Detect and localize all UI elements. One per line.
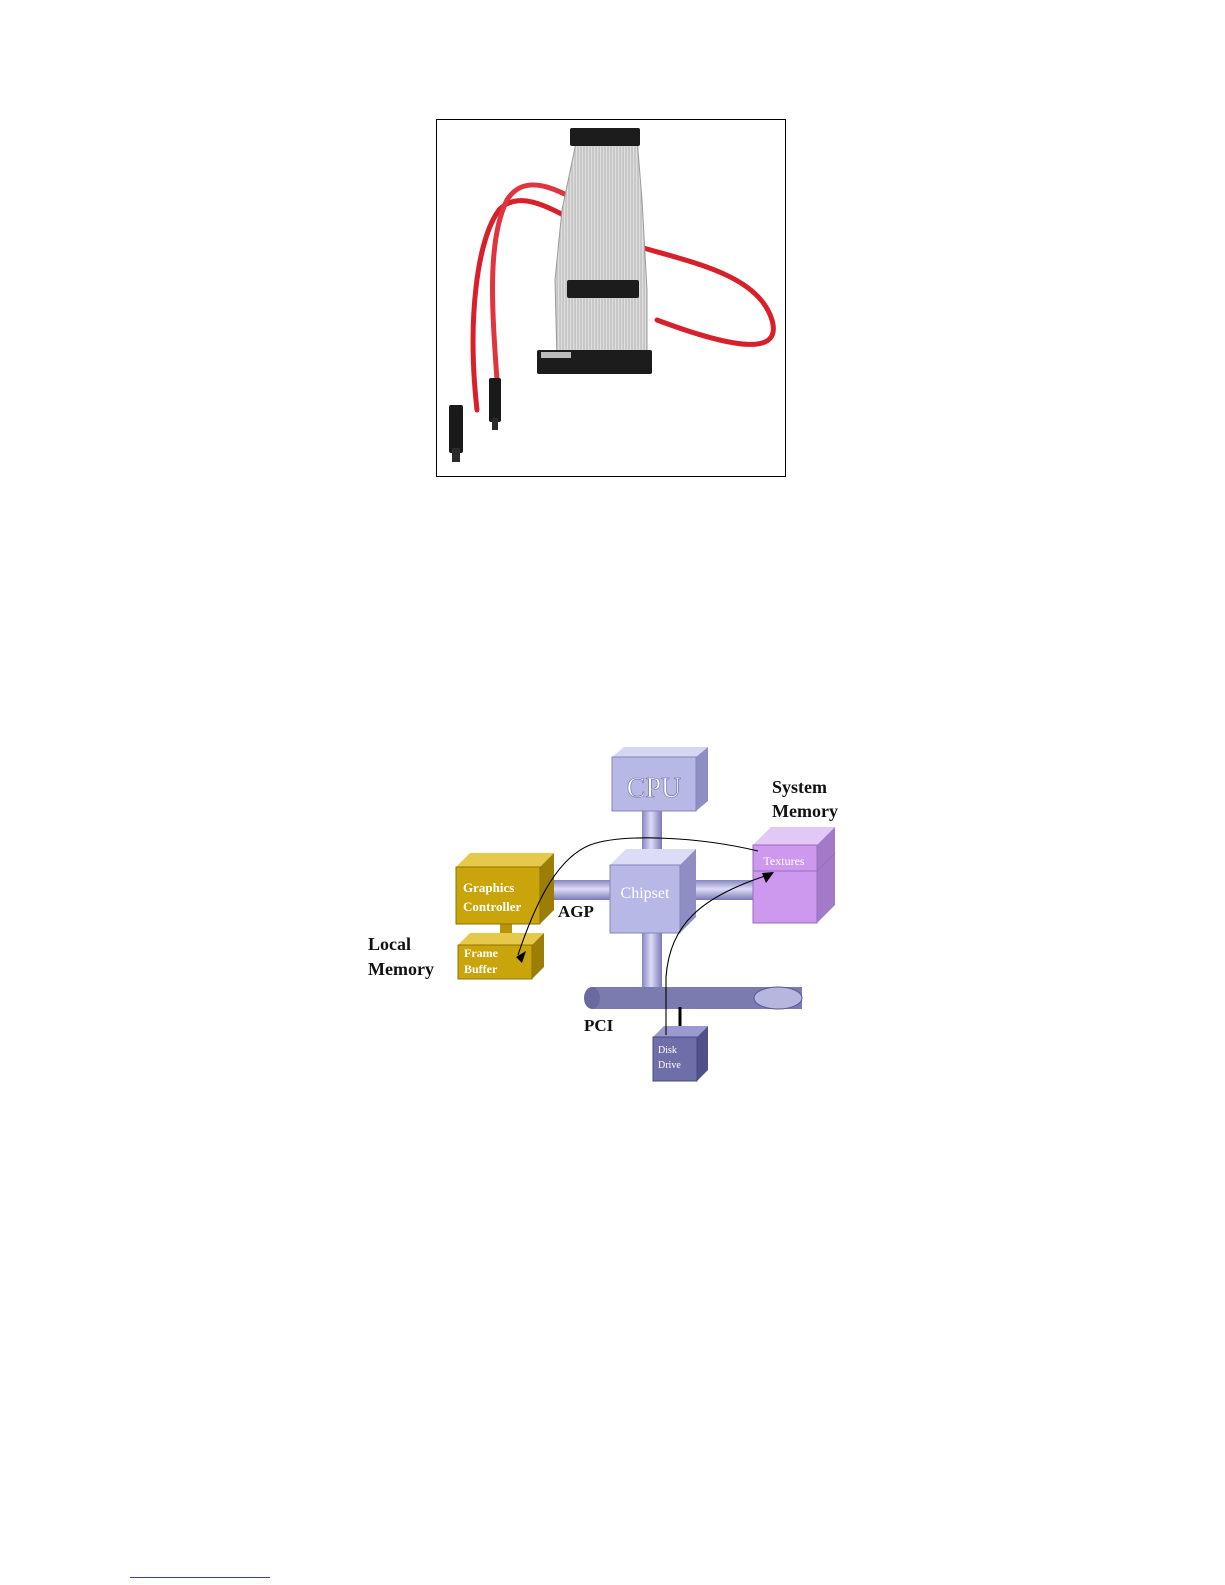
disk-label-line2: Drive bbox=[658, 1060, 681, 1071]
chipset-memory-pipe bbox=[685, 880, 760, 900]
frame-buffer-box: Frame Buffer bbox=[458, 933, 544, 979]
graphics-label-line2: Controller bbox=[463, 899, 521, 914]
sata-connector-left bbox=[449, 405, 463, 453]
local-memory-label-line1: Local bbox=[368, 934, 411, 954]
pci-label: PCI bbox=[584, 1016, 614, 1035]
cables-photo bbox=[436, 119, 786, 477]
cpu-label: CPU bbox=[627, 773, 681, 804]
graphics-controller-box: Graphics Controller bbox=[456, 853, 554, 924]
chipset-box: Chipset bbox=[610, 849, 696, 933]
frame-label-line1: Frame bbox=[464, 946, 499, 960]
disk-drive-box: Disk Drive bbox=[653, 1007, 708, 1081]
pci-bus bbox=[584, 987, 802, 1009]
ribbon-connector-top bbox=[570, 128, 640, 146]
cpu-box: CPU bbox=[612, 747, 708, 811]
footnote-separator bbox=[130, 1577, 270, 1578]
chipset-pci-pipe bbox=[642, 933, 662, 993]
local-memory-label-line2: Memory bbox=[368, 959, 434, 979]
agp-architecture-diagram: CPU Chipset Textures Graphics Controller bbox=[360, 745, 860, 1095]
system-memory-label-line1: System bbox=[772, 777, 827, 797]
chipset-label: Chipset bbox=[621, 885, 670, 902]
agp-label: AGP bbox=[558, 902, 594, 921]
graphics-label-line1: Graphics bbox=[463, 880, 514, 895]
system-memory-label-line2: Memory bbox=[772, 801, 838, 821]
sata-connector-right bbox=[489, 378, 501, 422]
frame-label-line2: Buffer bbox=[464, 962, 498, 976]
textures-label: Textures bbox=[763, 854, 804, 868]
ribbon-connector-middle bbox=[567, 280, 639, 298]
disk-label-line1: Disk bbox=[658, 1045, 677, 1056]
